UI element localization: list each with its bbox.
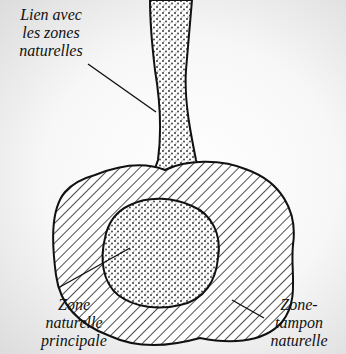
leader-line — [58, 248, 130, 288]
corridor — [150, 0, 204, 182]
leader-line — [88, 64, 156, 112]
callout-label: Zone-tampon naturelle — [258, 296, 340, 350]
leader-line — [232, 300, 264, 318]
callout-label: Zone naturelle principale — [32, 296, 116, 350]
callout-label: Lien avec les zones naturelles — [12, 6, 90, 60]
